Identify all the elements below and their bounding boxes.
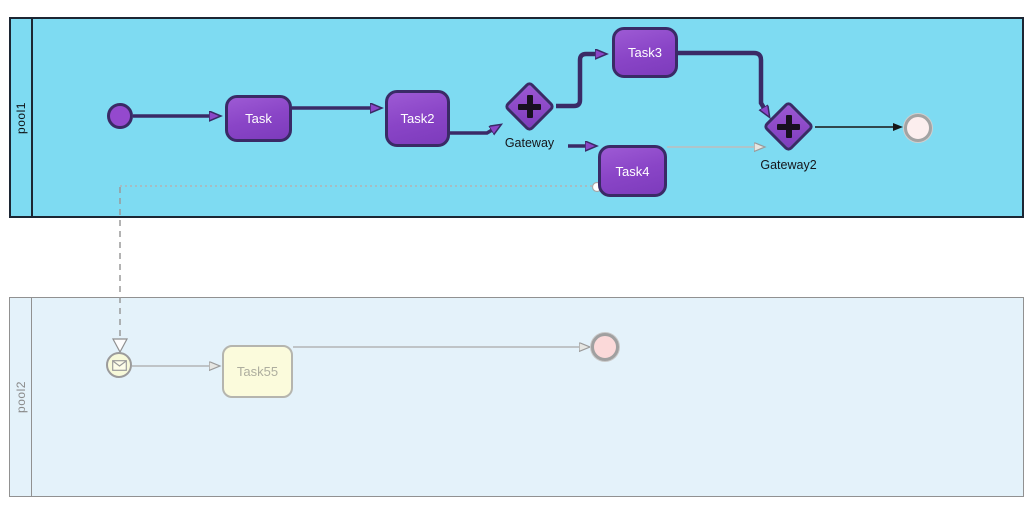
message-start-event[interactable]	[106, 352, 132, 378]
association-arrowhead	[111, 338, 129, 354]
envelope-icon	[111, 359, 127, 371]
start-event[interactable]	[107, 103, 133, 129]
plus-icon	[773, 111, 804, 142]
flow-task2-to-gateway[interactable]	[450, 130, 492, 133]
task-node[interactable]: Task	[225, 95, 292, 142]
pool-pool2[interactable]: pool2	[9, 297, 1024, 497]
flow-task3-to-gateway2[interactable]	[678, 50, 764, 108]
task4-node[interactable]: Task4	[598, 145, 667, 197]
task4-label: Task4	[615, 163, 650, 179]
pool2-label-strip[interactable]: pool2	[10, 298, 32, 496]
pool1-label-strip[interactable]: pool1	[11, 19, 33, 216]
gateway2-label: Gateway2	[760, 158, 817, 172]
task-label: Task	[245, 111, 272, 126]
end-event-pool2[interactable]	[591, 333, 619, 361]
task3-label: Task3	[628, 45, 662, 60]
plus-icon	[514, 91, 545, 122]
task2-label: Task2	[400, 111, 435, 126]
end-event[interactable]	[904, 114, 932, 142]
task55-node[interactable]: Task55	[222, 345, 293, 398]
gateway-label: Gateway	[504, 136, 555, 150]
task55-label: Task55	[236, 364, 279, 379]
task3-node[interactable]: Task3	[612, 27, 678, 78]
task2-node[interactable]: Task2	[385, 90, 450, 147]
flow-gateway-to-task3[interactable]	[556, 54, 596, 109]
